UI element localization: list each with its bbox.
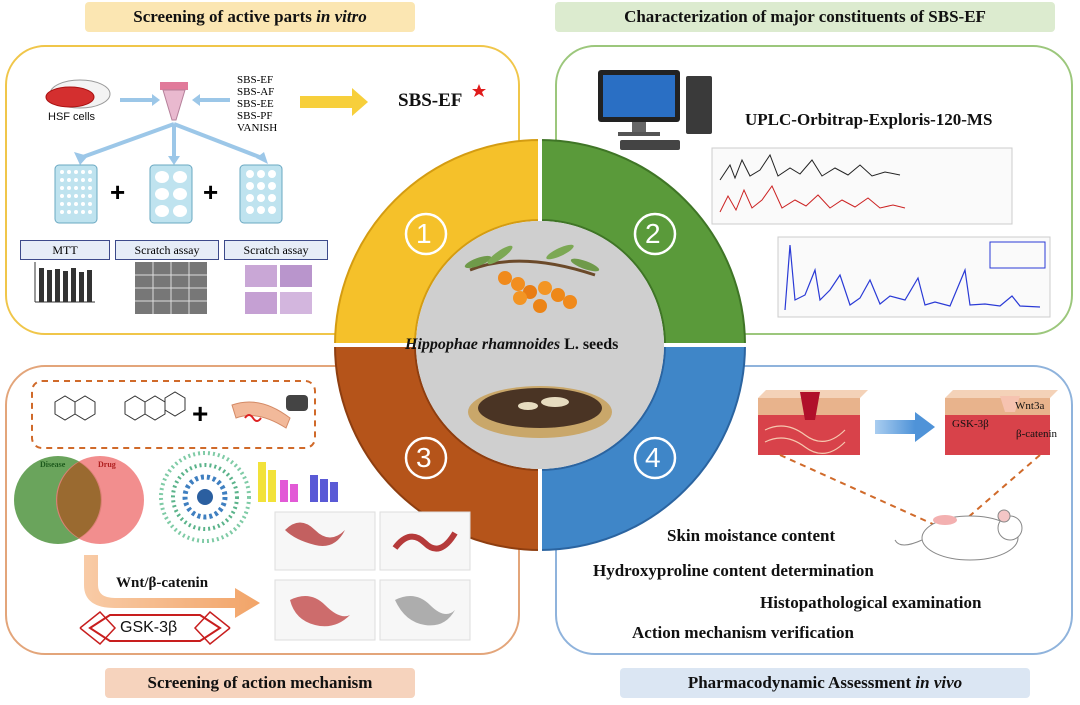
title-mechanism-text: Screening of action mechanism xyxy=(147,673,373,692)
go-kegg-bar-chart xyxy=(258,462,338,502)
quadrant-number-3: 3 xyxy=(416,442,432,473)
assay-label-mtt: MTT xyxy=(20,240,110,260)
title-mechanism: Screening of action mechanism xyxy=(105,668,415,698)
fraction-list: SBS-EF SBS-AF SBS-EE SBS-PF VANISH xyxy=(237,74,277,134)
fraction-item: SBS-AF xyxy=(237,86,275,98)
assay-label-scratch-1: Scratch assay xyxy=(115,240,219,260)
target-label: GSK-3β xyxy=(120,619,178,636)
quadrant-3 xyxy=(333,344,541,552)
wounded-arm-icon xyxy=(231,395,308,429)
skin-healed-illustration xyxy=(945,390,1058,455)
species-name: Hippophae rhamnoides xyxy=(405,336,561,353)
seed-basket-image xyxy=(468,386,612,438)
title-in-vivo-text: Pharmacodynamic Assessment xyxy=(687,673,916,692)
plate-96-well-icon xyxy=(54,164,98,224)
compounds-dashed-box xyxy=(31,380,316,449)
plus-sign: + xyxy=(110,177,125,207)
instrument-label: UPLC-Orbitrap-Exploris-120-MS xyxy=(745,110,993,129)
quadrant-number-1: 1 xyxy=(416,218,432,249)
fraction-item: SBS-EE xyxy=(237,98,274,110)
flavonoid-structure-icon xyxy=(54,391,186,421)
pathway-label: Wnt/β-catenin xyxy=(116,575,209,591)
docking-panels xyxy=(274,511,471,641)
title-characterization: Characterization of major constituents o… xyxy=(555,2,1055,32)
title-in-vitro-text: Screening of active parts xyxy=(133,7,317,26)
title-in-vivo: Pharmacodynamic Assessment in vivo xyxy=(620,668,1030,698)
chromatogram-top xyxy=(711,147,1013,225)
plus-sign: + xyxy=(203,177,218,207)
quadrant-number-circles xyxy=(404,212,677,480)
chromatogram-bottom xyxy=(777,236,1051,318)
quadrant-number-4: 4 xyxy=(645,442,661,473)
fraction-item: SBS-EF xyxy=(237,74,274,86)
species-suffix: L. seeds xyxy=(560,336,619,353)
assessment-item: Action mechanism verification xyxy=(632,623,854,642)
plate-12-well-icon xyxy=(239,164,283,224)
marker-wnt3a: Wnt3a xyxy=(1015,400,1045,412)
petri-dish xyxy=(45,79,111,109)
center-caption: Hippophae rhamnoides L. seeds xyxy=(405,336,618,354)
scratch-stained-thumbnail xyxy=(245,265,312,314)
title-in-vivo-italic: in vivo xyxy=(915,673,963,692)
assessment-item: Skin moistance content xyxy=(667,526,836,545)
arrow-to-selected xyxy=(300,88,368,116)
title-in-vitro: Screening of active parts in vitro xyxy=(85,2,415,32)
star-icon xyxy=(472,84,486,97)
fraction-item: SBS-PF xyxy=(237,110,273,122)
title-in-vitro-italic: in vitro xyxy=(316,7,367,26)
venn-label-disease: Disease xyxy=(40,460,66,469)
mouse-icon xyxy=(894,509,1023,561)
marker-beta-catenin: β-catenin xyxy=(1016,428,1058,440)
healing-arrow xyxy=(875,412,935,442)
quadrant-2 xyxy=(539,138,747,346)
plate-6-well-icon xyxy=(149,164,193,224)
quadrant-4 xyxy=(539,344,747,552)
skin-wound-illustration xyxy=(758,390,868,455)
venn-diagram xyxy=(14,456,144,544)
quadrant-number-2: 2 xyxy=(645,218,661,249)
title-characterization-text: Characterization of major constituents o… xyxy=(624,7,986,26)
dashed-leader-lines xyxy=(779,454,1041,526)
selected-fraction: SBS-EF xyxy=(398,90,463,111)
sea-buckthorn-branch-image xyxy=(464,244,600,313)
cells-label: HSF cells xyxy=(48,111,96,123)
gsk-star-shape xyxy=(88,614,222,642)
marker-gsk3b: GSK-3β xyxy=(952,418,989,430)
tube-icon xyxy=(160,82,188,121)
assessment-item: Hydroxyproline content determination xyxy=(593,561,874,580)
scratch-grayscale-thumbnail xyxy=(135,262,207,314)
mtt-bar-thumbnail xyxy=(34,262,95,303)
fraction-item: VANISH xyxy=(237,122,278,134)
assay-label-scratch-2: Scratch assay xyxy=(224,240,328,260)
pathway-arrow xyxy=(84,555,260,618)
plus-sign: + xyxy=(192,398,208,429)
branch-arrows xyxy=(79,122,263,160)
assessment-item: Histopathological examination xyxy=(760,593,982,612)
quadrant-1 xyxy=(333,138,541,346)
venn-label-drug: Drug xyxy=(98,460,116,469)
computer-icon xyxy=(598,70,712,150)
ppi-network-icon xyxy=(159,451,251,543)
